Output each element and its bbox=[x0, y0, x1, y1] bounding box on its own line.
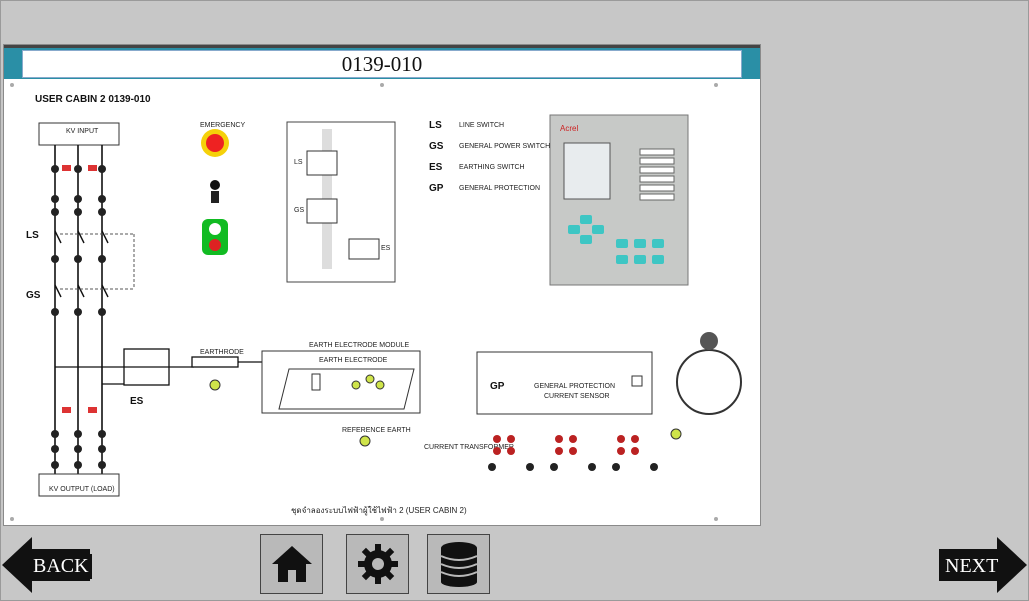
next-button[interactable]: NEXT bbox=[937, 537, 1027, 593]
gp-label: GP bbox=[490, 381, 505, 392]
back-label: BACK bbox=[30, 554, 92, 579]
legend: LS LINE SWITCH GS GENERAL POWER SWITCH E… bbox=[429, 120, 550, 194]
legend-code-gs: GS bbox=[429, 141, 444, 152]
title-bar: 0139-010 bbox=[4, 45, 760, 79]
general-protection-label: GENERAL PROTECTION bbox=[534, 383, 615, 390]
legend-text-ls: LINE SWITCH bbox=[459, 122, 504, 129]
legend-code-es: ES bbox=[429, 162, 443, 173]
cabin-title: USER CABIN 2 0139-010 bbox=[35, 94, 151, 105]
page-title: 0139-010 bbox=[22, 50, 742, 78]
legend-code-ls: LS bbox=[429, 120, 442, 131]
legend-text-gs: GENERAL POWER SWITCH bbox=[459, 143, 550, 150]
single-line-diagram: USER CABIN 2 0139-010 KV INPUT bbox=[10, 83, 742, 521]
reference-earth-label: REFERENCE EARTH bbox=[342, 427, 411, 434]
earth-electrode-box-label: EARTH ELECTRODE bbox=[319, 357, 388, 364]
next-label: NEXT bbox=[942, 554, 1002, 579]
settings-button[interactable] bbox=[346, 534, 409, 594]
earthrode-label: EARTHRODE bbox=[200, 349, 244, 356]
module-gs-label: GS bbox=[294, 207, 304, 214]
gs-label: GS bbox=[26, 290, 41, 301]
home-icon bbox=[271, 546, 312, 582]
database-button[interactable] bbox=[427, 534, 490, 594]
relay-brand: Acrel bbox=[560, 124, 578, 133]
back-button[interactable]: BACK bbox=[2, 537, 92, 593]
diagram-panel: 0139-010 USER CABIN 2 0139-010 KV INPUT bbox=[3, 44, 761, 526]
home-button[interactable] bbox=[260, 534, 323, 594]
database-icon bbox=[440, 542, 477, 587]
diagram-caption: ชุดจำลองระบบไฟฟ้าผู้ใช้ไฟฟ้า 2 (USER CAB… bbox=[291, 506, 467, 516]
legend-text-es: EARTHING SWITCH bbox=[459, 164, 525, 171]
protection-relay: Acrel bbox=[549, 114, 689, 286]
emergency-label: EMERGENCY bbox=[200, 122, 245, 129]
module-es-label: ES bbox=[381, 245, 391, 252]
kv-input-label: KV INPUT bbox=[66, 128, 99, 135]
earth-electrode-title: EARTH ELECTRODE MODULE bbox=[309, 342, 410, 349]
module-ls-label: LS bbox=[294, 159, 303, 166]
kv-output-label: KV OUTPUT (LOAD) bbox=[49, 486, 115, 493]
ls-label: LS bbox=[26, 230, 39, 241]
es-label: ES bbox=[130, 396, 144, 407]
legend-text-gp: GENERAL PROTECTION bbox=[459, 185, 540, 192]
legend-code-gp: GP bbox=[429, 183, 444, 194]
current-sensor-label: CURRENT SENSOR bbox=[544, 393, 610, 400]
current-transformer-label: CURRENT TRANSFORMER bbox=[424, 444, 514, 451]
gear-icon bbox=[357, 544, 398, 584]
